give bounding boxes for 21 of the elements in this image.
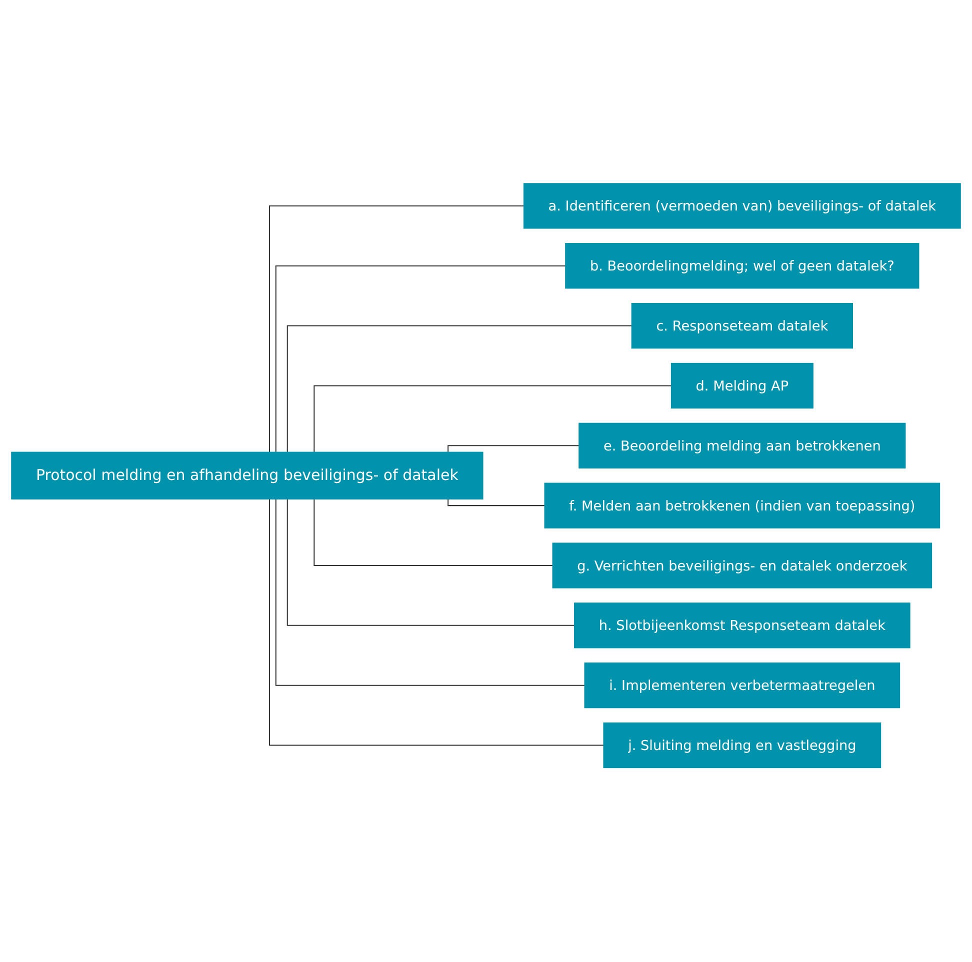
connector xyxy=(269,499,604,746)
connector xyxy=(286,499,574,626)
node-box: h. Slotbijeenkomst Responseteam datalek xyxy=(574,603,910,649)
connector xyxy=(448,499,545,506)
node-box: b. Beoordelingmelding; wel of geen datalek? xyxy=(565,243,920,290)
connector xyxy=(286,326,632,452)
node-box: i. Implementeren verbetermaatregelen xyxy=(584,662,900,709)
node-box: g. Verrichten beveiligings- en datalek onderzoek xyxy=(552,543,932,589)
node-box: c. Responseteam datalek xyxy=(631,303,853,349)
connector xyxy=(448,446,579,452)
node-box: Protocol melding en afhandeling beveiligings- of datalek xyxy=(11,452,484,500)
node-box: a. Identificeren (vermoeden van) beveiligings- of datalek xyxy=(523,184,961,230)
connector xyxy=(269,206,524,452)
node-box: d. Melding AP xyxy=(670,363,814,409)
connector xyxy=(314,499,553,566)
node-box: j. Sluiting melding en vastlegging xyxy=(603,722,882,768)
node-box: e. Beoordeling melding aan betrokkenen xyxy=(578,423,906,469)
node-box: f. Melden aan betrokkenen (indien van toepassing) xyxy=(544,483,940,529)
connector xyxy=(314,386,672,452)
connector xyxy=(275,499,585,686)
connector xyxy=(275,266,566,452)
